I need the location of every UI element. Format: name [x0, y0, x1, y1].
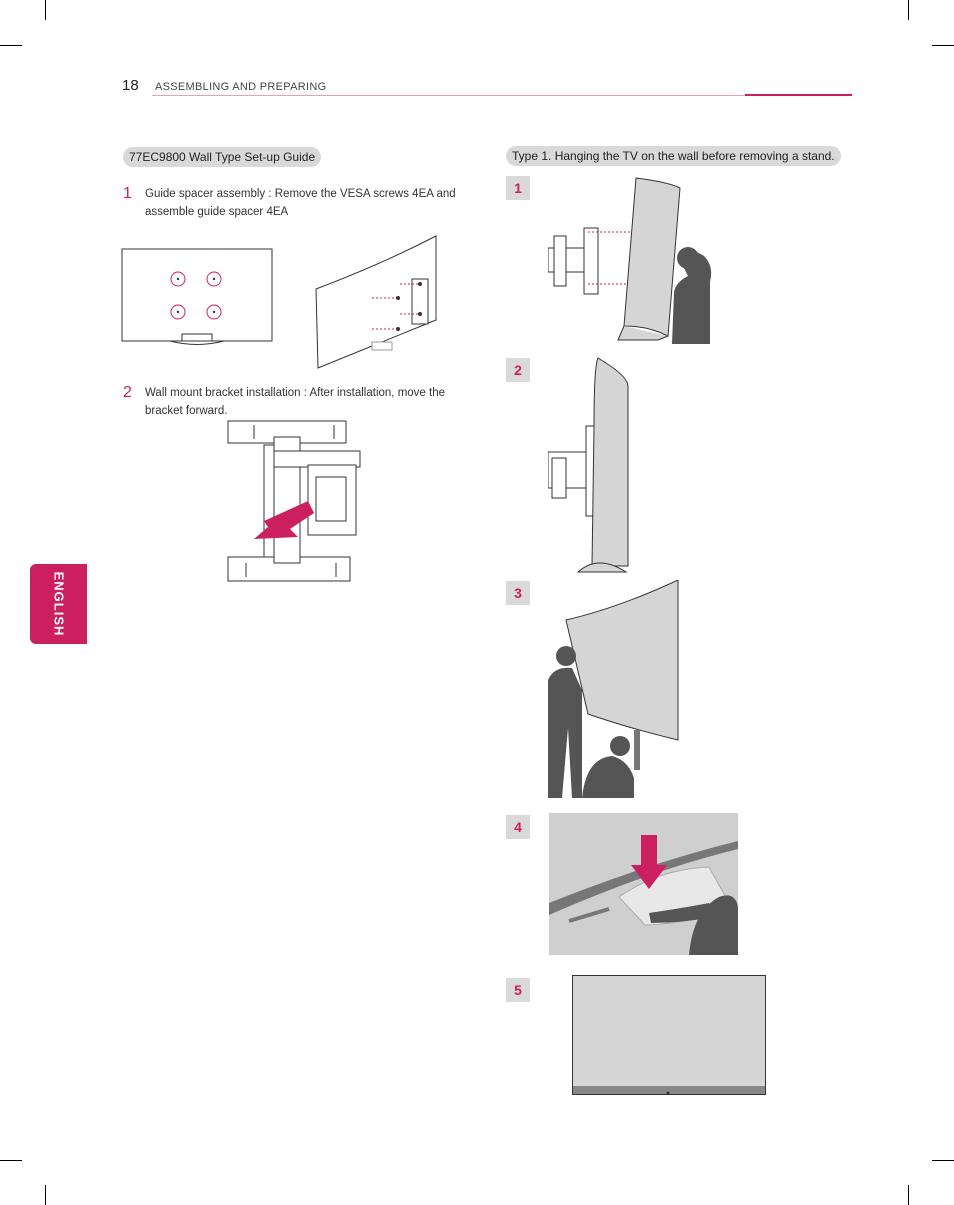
step5-illustration: [572, 975, 766, 1095]
step2-illustration: [548, 357, 629, 573]
crop-mark: [45, 1185, 46, 1205]
crop-mark: [0, 45, 22, 46]
step-badge: 3: [506, 581, 530, 605]
step-text: Wall mount bracket installation : After …: [145, 387, 445, 417]
step-badge: 5: [506, 978, 530, 1002]
step-badge: 1: [506, 176, 530, 200]
step-text: Guide spacer assembly : Remove the VESA …: [145, 188, 456, 218]
language-tab: ENGLISH: [30, 564, 87, 644]
step-number: 2: [123, 384, 132, 401]
crop-mark: [908, 0, 909, 20]
section-title: ASSEMBLING AND PREPARING: [155, 81, 327, 93]
step-number: 1: [123, 185, 132, 202]
crop-mark: [932, 1160, 954, 1161]
crop-mark: [45, 0, 46, 20]
curved-tv-spacer-illustration: [315, 235, 437, 369]
step3-illustration: [548, 580, 679, 798]
tv-vesa-illustration: [121, 248, 273, 345]
crop-mark: [0, 1160, 22, 1161]
crop-mark: [908, 1185, 909, 1205]
guide-title: 77EC9800 Wall Type Set-up Guide: [123, 147, 322, 167]
header-rule: [152, 95, 852, 96]
language-label: ENGLISH: [51, 571, 66, 637]
step4-illustration: [549, 813, 738, 955]
step-badge: 4: [506, 815, 530, 839]
crop-mark: [932, 45, 954, 46]
wall-bracket-illustration: [227, 420, 361, 582]
header-rule-accent: [745, 94, 852, 96]
page-number: 18: [122, 77, 139, 94]
step-badge: 2: [506, 358, 530, 382]
step1-illustration: [548, 177, 712, 344]
type-title: Type 1. Hanging the TV on the wall befor…: [506, 146, 841, 166]
